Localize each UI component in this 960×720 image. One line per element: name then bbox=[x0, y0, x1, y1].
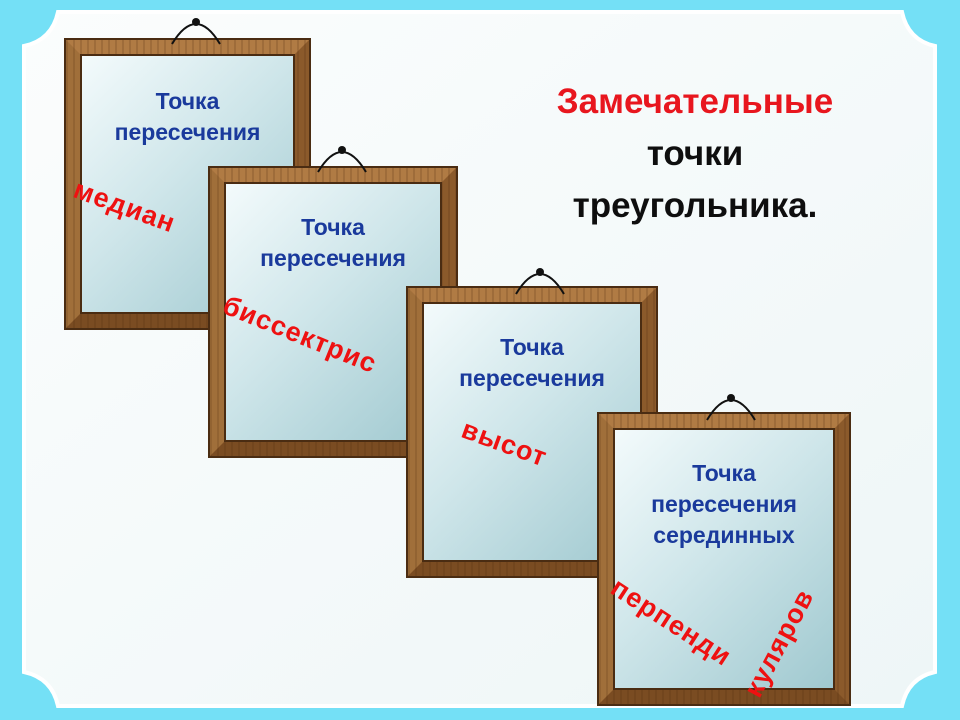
label-line-1: Точка bbox=[500, 334, 564, 360]
hook-icon bbox=[171, 18, 221, 45]
hook-icon bbox=[317, 146, 367, 173]
label-line-2: пересечения bbox=[260, 245, 406, 271]
slide-title: Замечательные точки треугольника. bbox=[505, 76, 885, 232]
label-line-2: пересечения bbox=[651, 491, 797, 517]
label-line-1: Точка bbox=[692, 460, 756, 486]
frame-bisector-label: Точка пересечения bbox=[224, 212, 442, 274]
label-line-2: пересечения bbox=[459, 365, 605, 391]
frame-perpendicular-label: Точка пересечения серединных bbox=[613, 458, 835, 551]
frame-median-label: Точка пересечения bbox=[80, 86, 295, 148]
hook-icon bbox=[515, 268, 565, 295]
title-line-3: треугольника. bbox=[572, 186, 818, 225]
frame-altitude-label: Точка пересечения bbox=[422, 332, 642, 394]
label-line-2: пересечения bbox=[114, 119, 261, 145]
label-line-3: серединных bbox=[653, 522, 795, 548]
title-line-1: Замечательные bbox=[556, 82, 834, 121]
title-line-2: точки bbox=[646, 134, 744, 173]
label-line-1: Точка bbox=[155, 88, 220, 114]
hook-icon bbox=[706, 394, 756, 421]
label-line-1: Точка bbox=[301, 214, 365, 240]
frame-perpendicular-bisector: Точка пересечения серединных bbox=[599, 414, 849, 704]
